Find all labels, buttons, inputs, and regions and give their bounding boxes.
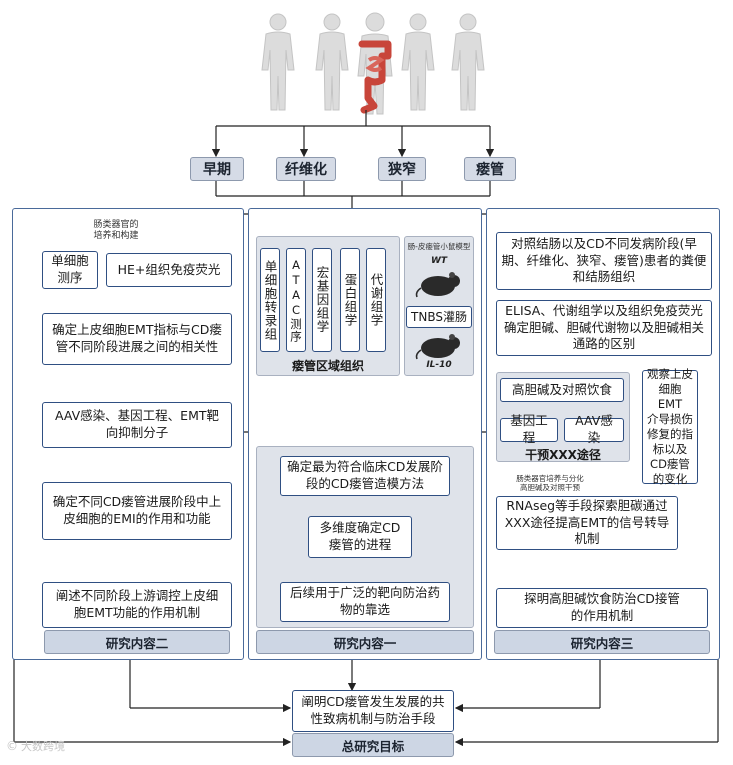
omics-proteomics: 蛋白组学 bbox=[340, 248, 360, 352]
human-silhouettes bbox=[261, 12, 485, 115]
organoid-diff-note: 肠类器官培养与分化 高胆碱及对照干预 bbox=[516, 474, 584, 493]
high-choline-diet-box: 高胆碱及对照饮食 bbox=[500, 378, 624, 402]
observe-emt-box: 观察上皮 细胞EMT 介导损伤 修复的指 标以及 CD瘘管 的变化 bbox=[642, 367, 698, 486]
omics-atac-seq: ATAC测序 bbox=[286, 248, 306, 352]
mouse-wt-icon bbox=[415, 272, 460, 298]
organoid-culture-note: 肠类器官的 培养和构建 bbox=[93, 220, 139, 242]
overall-goal-box: 阐明CD瘘管发生发展的共 性致病机制与防治手段 bbox=[292, 690, 454, 732]
explore-mechanism-box: 探明高胆碱饮食防治CD接管 的作用机制 bbox=[496, 588, 708, 628]
omics-metabolomics: 代谢组学 bbox=[366, 248, 386, 352]
rnaseq-mechanism-box: RNAseg等手段探索胆碳通过 XXX途径提高EMT的信号转导 机制 bbox=[496, 496, 678, 550]
watermark-text: 大数跨境 bbox=[21, 740, 65, 753]
research-panel-two-footer: 研究内容二 bbox=[44, 630, 230, 654]
drug-target-box: 后续用于广泛的靶向防治药 物的靠选 bbox=[280, 582, 450, 622]
mouse-model-title: 肠-皮瘘管小鼠模型 bbox=[407, 242, 471, 251]
overall-goal-label: 总研究目标 bbox=[292, 733, 454, 757]
research-panel-three-footer: 研究内容三 bbox=[494, 630, 710, 654]
he-immunofluorescence-box: HE+组织免疫荧光 bbox=[106, 253, 232, 287]
intestine-figure bbox=[357, 12, 393, 115]
multi-dimension-box: 多维度确定CD 瘘管的进程 bbox=[308, 516, 412, 558]
watermark: © 大数跨境 bbox=[6, 738, 65, 754]
best-model-box: 确定最为符合临床CD发展阶 段的CD瘘管造模方法 bbox=[280, 456, 450, 496]
aav-infection-box: AAV感染 bbox=[564, 413, 624, 445]
omics-metagenomics: 宏基因组学 bbox=[312, 248, 332, 352]
emi-role-box: 确定不同CD瘘管进展阶段中上 皮细胞的EMI的作用和功能 bbox=[42, 482, 232, 540]
wt-label: WT bbox=[430, 256, 448, 266]
stage-fistula: 瘘管 bbox=[464, 157, 516, 181]
omics-caption: 瘘管区域组织 bbox=[291, 359, 364, 373]
gene-engineering-box: 基因工程 bbox=[500, 413, 558, 445]
stage-stricture: 狭窄 bbox=[378, 157, 426, 181]
aav-gene-engineering-box: AAV感染、基因工程、EMT靶 向抑制分子 bbox=[42, 402, 232, 448]
stage-fibrosis: 纤维化 bbox=[276, 157, 336, 181]
single-cell-sequencing-box: 单细胞 测序 bbox=[42, 251, 98, 289]
mouse-il10-icon bbox=[415, 334, 460, 360]
research-panel-one-footer: 研究内容一 bbox=[256, 630, 474, 654]
il10-label: IL-10 bbox=[426, 360, 452, 370]
stage-early: 早期 bbox=[190, 157, 244, 181]
compare-samples-box: 对照结肠以及CD不同发病阶段(早 期、纤维化、狭窄、瘘管)患者的粪便 和结肠组织 bbox=[496, 232, 712, 290]
watermark-logo-icon: © bbox=[6, 739, 18, 753]
human-figures-illustration bbox=[250, 6, 490, 118]
upstream-mechanism-box: 阐述不同阶段上游调控上皮细 胞EMT功能的作用机制 bbox=[42, 582, 232, 628]
intervene-xxx-label: 干预XXX途径 bbox=[525, 448, 601, 462]
emt-correlation-box: 确定上皮细胞EMT指标与CD瘘 管不同阶段进展之间的相关性 bbox=[42, 313, 232, 365]
elisa-metabolomics-box: ELISA、代谢组学以及组织免疫荧光 确定胆碱、胆碱代谢物以及胆碱相关 通路的区… bbox=[496, 300, 712, 356]
omics-single-cell-transcriptome: 单细胞转录组 bbox=[260, 248, 280, 352]
tnbs-enema-box: TNBS灌肠 bbox=[406, 306, 472, 328]
